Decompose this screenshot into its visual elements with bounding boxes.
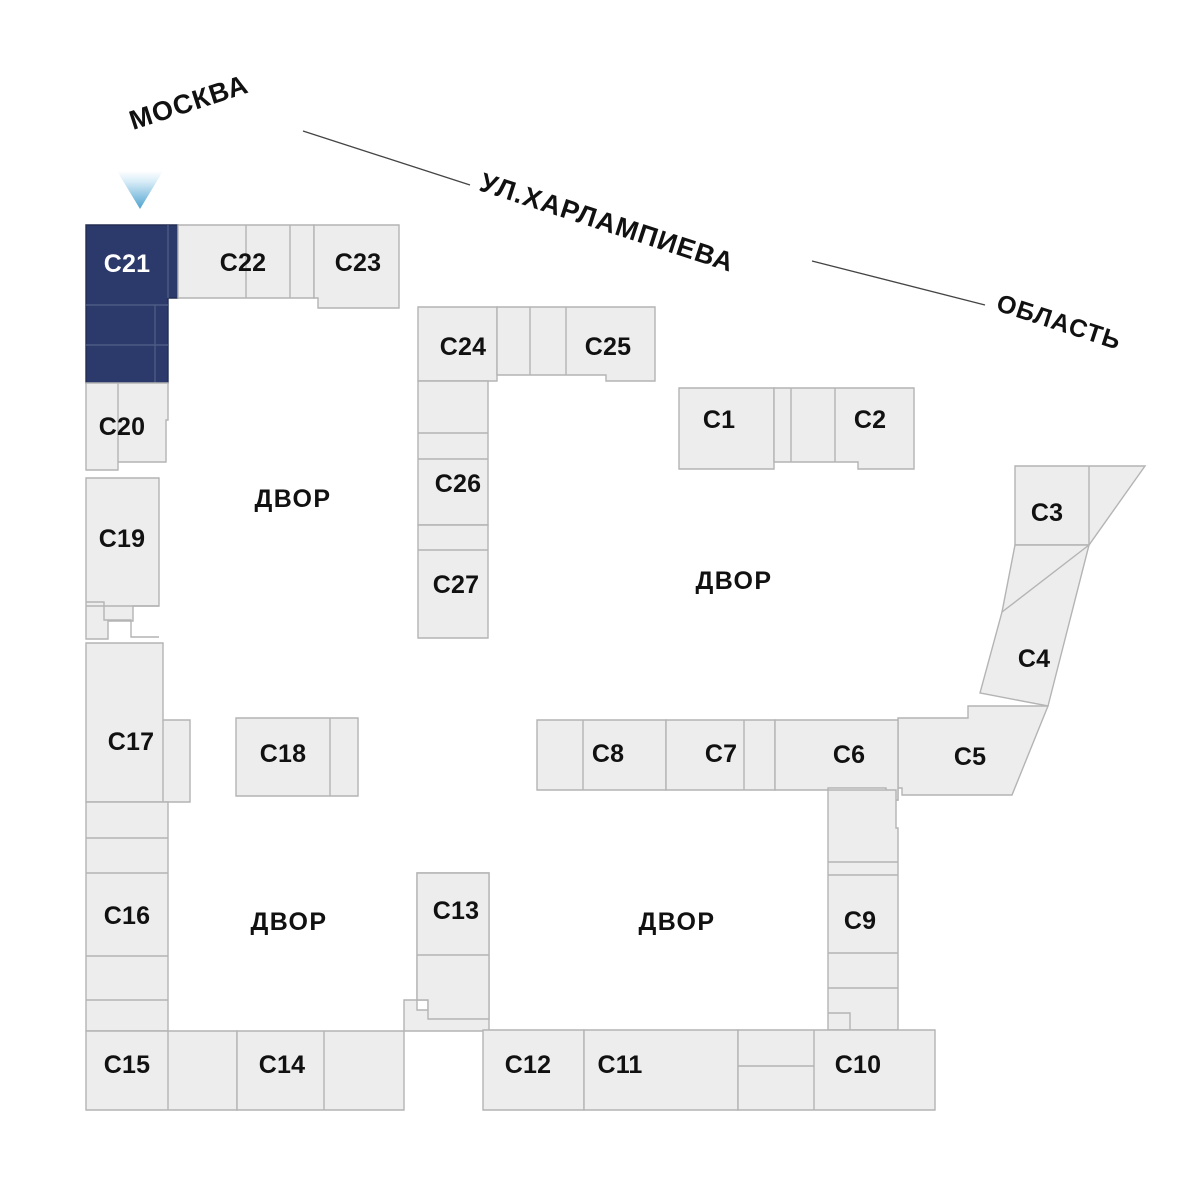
courtyard-label-ne: ДВОР [696,567,773,595]
block-C20-label: C20 [99,413,145,441]
block-C19-shape[interactable] [85,477,160,640]
block-C19-step-divider [86,601,159,638]
block-C23[interactable]: C23 [313,224,400,309]
block-C17-label: C17 [108,728,154,756]
block-C21[interactable]: C21 [85,224,179,384]
block-C18-shape[interactable] [235,717,359,797]
block-C7[interactable]: C7 [665,719,776,791]
location-pin-icon[interactable] [117,171,163,209]
block-C2-shape[interactable] [773,387,915,470]
location-marker[interactable] [117,171,163,209]
block-C17[interactable]: C17 [85,642,191,803]
block-C4[interactable]: C4 [979,543,1091,707]
block-C26-label: C26 [435,470,481,498]
block-C3[interactable]: C3 [1014,465,1147,546]
block-C11[interactable]: C11 [583,1029,739,1111]
block-C5-label: C5 [954,743,986,771]
block-C25-label: C25 [585,333,631,361]
block-C18[interactable]: C18 [235,717,359,797]
block-C27[interactable]: C27 [417,524,489,639]
block-C19-label: C19 [99,525,145,553]
block-C2-label: C2 [854,406,886,434]
block-C17-shape[interactable] [85,642,191,803]
street-leader-line-right [811,260,986,306]
block-C12-label: C12 [505,1051,551,1079]
block-C24-shape[interactable] [417,306,498,382]
block-C4-label: C4 [1018,645,1050,673]
block-C26[interactable]: C26 [417,380,489,526]
block-C21-label: C21 [104,250,150,278]
block-C10-label: C10 [835,1051,881,1079]
block-C3-label: C3 [1031,499,1063,527]
block-C16-label: C16 [104,902,150,930]
block-C16[interactable]: C16 [85,801,169,1032]
block-C10[interactable]: C10 [737,1029,936,1111]
block-C15[interactable]: C15 [85,1030,238,1111]
block-C8-label: C8 [592,740,624,768]
block-C11-label: C11 [597,1051,642,1079]
block-C13-shape-main[interactable] [416,872,490,1020]
block-C24[interactable]: C24 [417,306,498,382]
direction-label-moscow: МОСКВА [126,69,252,136]
block-C6-shape[interactable] [774,719,899,801]
block-C18-label: C18 [260,740,306,768]
courtyard-label-sw: ДВОР [251,908,328,936]
block-C19[interactable]: C19 [85,477,160,640]
block-C9[interactable]: C9 [827,789,899,1031]
street-name-label: УЛ.ХАРЛАМПИЕВА [476,167,738,278]
block-C26-shape[interactable] [417,380,489,526]
block-C7-label: C7 [705,740,737,768]
block-C13-label: C13 [433,897,479,925]
block-C12[interactable]: C12 [482,1029,585,1111]
block-C1[interactable]: C1 [678,387,775,470]
block-C9-notch [828,1012,851,1030]
block-C9-label: C9 [844,907,876,935]
block-C15-label: C15 [104,1051,150,1079]
block-C13[interactable]: C13 [403,872,490,1032]
block-C6-label: C6 [833,741,865,769]
street-leader-line-left [302,130,471,186]
block-C27-label: C27 [433,571,479,599]
block-C5[interactable]: C5 [885,705,1050,801]
block-C21-shape[interactable] [85,224,179,384]
block-C20[interactable]: C20 [85,382,169,471]
block-C25-shape[interactable] [496,306,656,382]
courtyard-label-nw: ДВОР [255,485,332,513]
block-C10-shape[interactable] [737,1029,936,1111]
block-C14-label: C14 [259,1051,305,1079]
block-C24-label: C24 [440,333,486,361]
block-C14[interactable]: C14 [236,1030,405,1111]
block-C8[interactable]: C8 [536,719,667,791]
block-C22-label: C22 [220,249,266,277]
block-C20-shape[interactable] [85,382,169,471]
block-C22[interactable]: C22 [177,224,315,299]
block-C6[interactable]: C6 [774,719,899,801]
block-C2[interactable]: C2 [773,387,915,470]
block-C14-shape[interactable] [236,1030,405,1111]
block-C27-shape[interactable] [417,524,489,639]
block-C1-shape[interactable] [678,387,775,470]
direction-label-region: ОБЛАСТЬ [993,289,1125,356]
block-C1-label: C1 [703,406,735,434]
block-C25[interactable]: C25 [496,306,656,382]
block-C23-label: C23 [335,249,381,277]
block-C23-shape[interactable] [313,224,400,309]
courtyard-label-se: ДВОР [639,908,716,936]
